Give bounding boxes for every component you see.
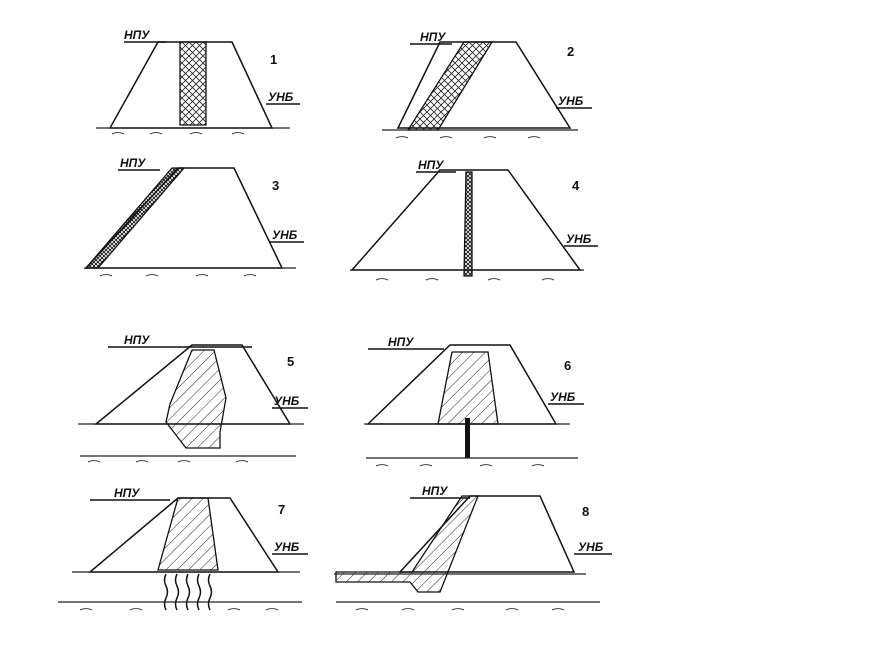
diagram-6: НПУ УНБ 6 xyxy=(364,335,584,467)
core-2 xyxy=(406,41,494,131)
diagram-3: НПУ УНБ 3 xyxy=(84,156,304,277)
unb-label-7: УНБ xyxy=(274,540,300,554)
dam-body-3 xyxy=(84,167,284,269)
ground-marks-8 xyxy=(355,608,565,611)
ground-marks-5 xyxy=(87,460,249,463)
unb-label-2: УНБ xyxy=(558,94,584,108)
injection-grout-7 xyxy=(163,573,213,611)
diagram-8: НПУ УНБ 8 xyxy=(334,484,612,611)
npu-label-3: НПУ xyxy=(120,156,146,170)
diagram-number-1: 1 xyxy=(270,52,277,67)
diagram-number-8: 8 xyxy=(582,504,589,519)
diaphragm-4 xyxy=(463,171,473,277)
cutoff-wall-6 xyxy=(465,418,470,458)
core-7 xyxy=(157,497,219,571)
core-1 xyxy=(179,41,207,126)
unb-label-3: УНБ xyxy=(272,228,298,242)
npu-label-8: НПУ xyxy=(422,484,448,498)
diagram-2: НПУ УНБ 2 xyxy=(382,30,592,139)
diagram-number-2: 2 xyxy=(567,44,574,59)
unb-label-4: УНБ xyxy=(566,232,592,246)
npu-label-7: НПУ xyxy=(114,486,140,500)
unb-label-5: УНБ xyxy=(274,394,300,408)
diagram-1: НПУ УНБ 1 xyxy=(96,28,300,135)
diagram-number-6: 6 xyxy=(564,358,571,373)
diagram-number-5: 5 xyxy=(287,354,294,369)
diagram-7: НПУ УНБ 7 xyxy=(58,486,308,611)
diagram-5: НПУ УНБ 5 xyxy=(78,333,308,463)
ground-marks-3 xyxy=(99,274,257,277)
diagram-number-4: 4 xyxy=(572,178,580,193)
ground-marks-4 xyxy=(375,278,555,281)
ground-marks-2 xyxy=(395,136,541,139)
npu-label-6: НПУ xyxy=(388,335,414,349)
core-6 xyxy=(437,351,499,425)
npu-label-1: НПУ xyxy=(124,28,150,42)
diagram-number-3: 3 xyxy=(272,178,279,193)
ground-marks-1 xyxy=(111,132,245,135)
screen-and-pontoon-8 xyxy=(335,495,479,593)
npu-label-4: НПУ xyxy=(418,158,444,172)
ground-marks-7 xyxy=(79,608,279,611)
ground-marks-6 xyxy=(375,464,545,467)
diagram-4: НПУ УНБ 4 xyxy=(350,158,598,281)
unb-label-1: УНБ xyxy=(268,90,294,104)
upstream-screen-3 xyxy=(84,167,186,269)
npu-label-2: НПУ xyxy=(420,30,446,44)
unb-label-6: УНБ xyxy=(550,390,576,404)
dam-body-2 xyxy=(396,41,572,129)
unb-label-8: УНБ xyxy=(578,540,604,554)
core-5 xyxy=(165,349,227,449)
npu-label-5: НПУ xyxy=(124,333,150,347)
diagram-number-7: 7 xyxy=(278,502,285,517)
